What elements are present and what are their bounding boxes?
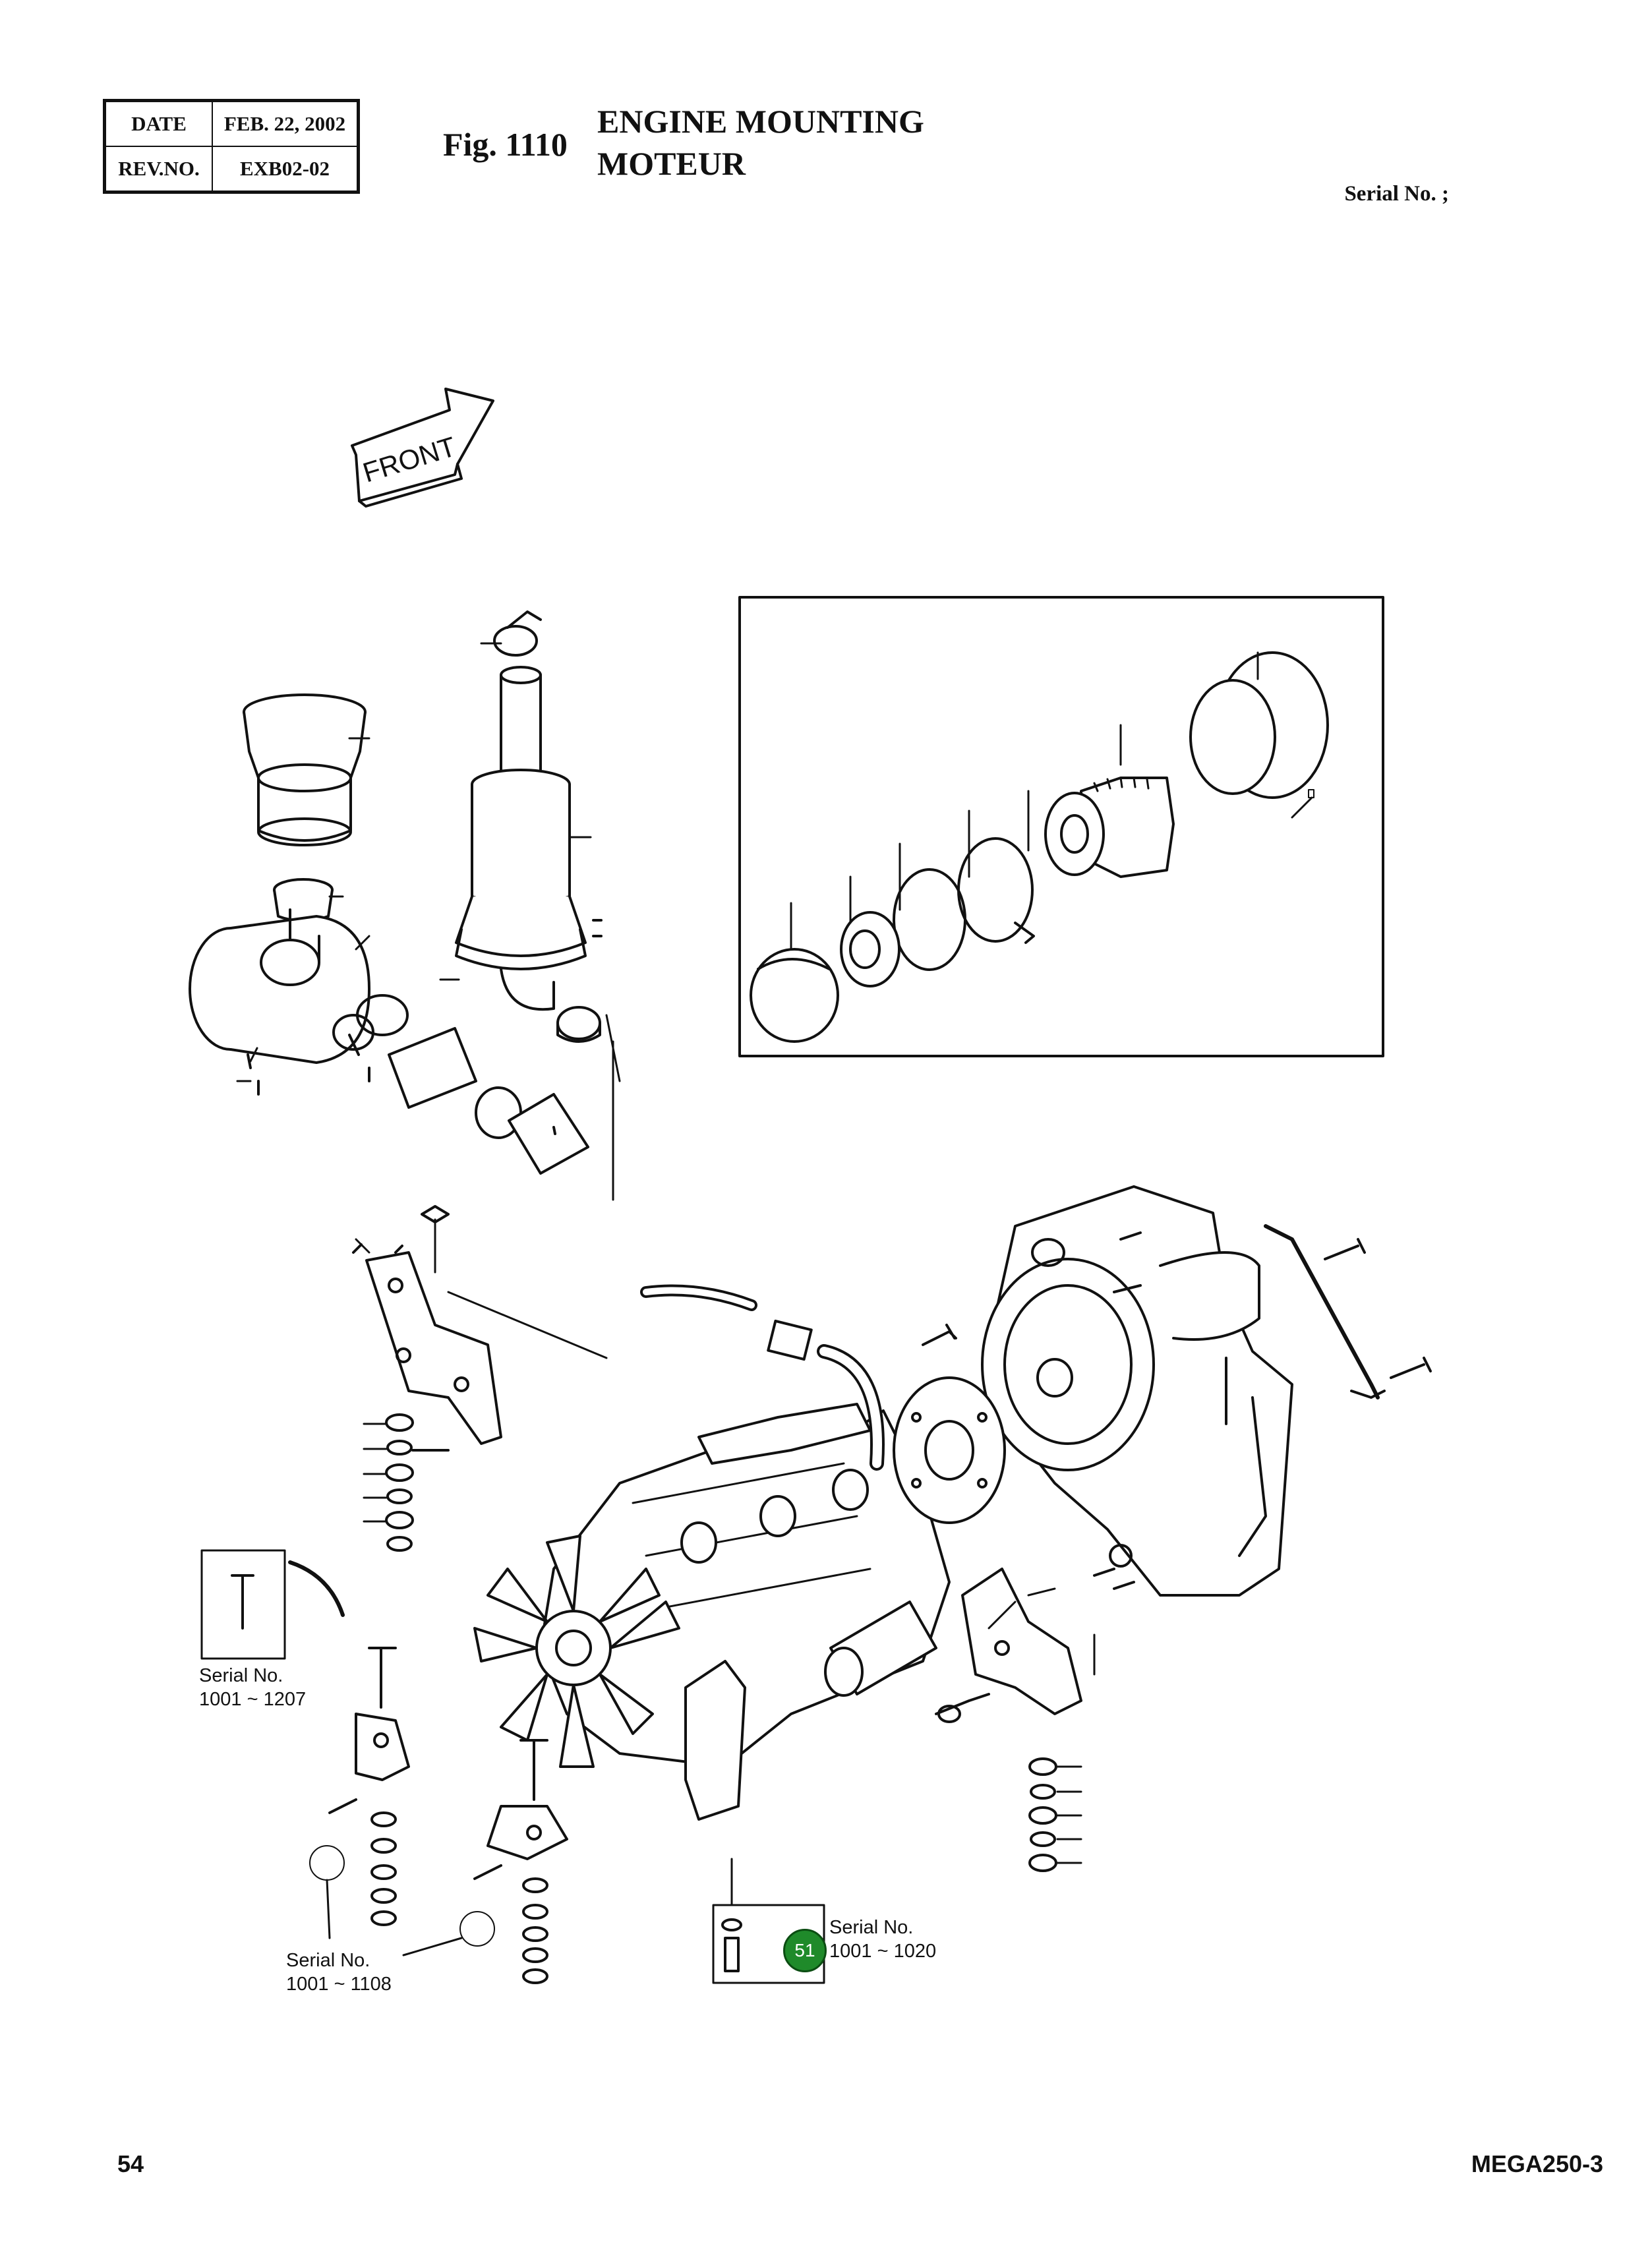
bolts-right (922, 1231, 1432, 1590)
page-number: 54 (117, 2150, 144, 2177)
engine-bracket-right (935, 1568, 1096, 1723)
front-mount-bracket-2 (402, 1739, 568, 1984)
date-value: FEB. 22, 2002 (212, 100, 359, 147)
figure-number: Fig. 1110 (443, 126, 568, 163)
date-label: DATE (103, 100, 213, 147)
cooling-fan (473, 1535, 680, 1768)
serial-note-1-line1: Serial No. (199, 1665, 283, 1686)
serial-note-1: Serial No. 1001 ~ 1207 (199, 1664, 306, 1711)
title-french: MOTEUR (597, 145, 746, 182)
air-filter-inset (738, 596, 1384, 1057)
mount-washers-left (363, 1413, 414, 1552)
serial-note-2-line2: 1001 ~ 1108 (286, 1974, 392, 1995)
serial-note-2-line1: Serial No. (286, 1950, 370, 1971)
revision-table: DATE FEB. 22, 2002 REV.NO. EXB02-02 (103, 99, 360, 194)
serial-note-3: Serial No. 1001 ~ 1020 (829, 1916, 936, 1963)
air-cleaner-housing (189, 693, 374, 1096)
serial-note-3-line2: 1001 ~ 1020 (829, 1941, 937, 1962)
serial-note-3-line1: Serial No. (829, 1917, 914, 1938)
serial-note-2: Serial No. 1001 ~ 1108 (286, 1949, 392, 1996)
mount-washers-right (1028, 1757, 1082, 1872)
front-arrow: FRONT (351, 388, 494, 508)
transmission-housing (981, 1185, 1386, 1597)
flywheel-plate (893, 1376, 1006, 1524)
muffler-stack (439, 610, 603, 1043)
rev-label: REV.NO. (103, 146, 213, 193)
engine-block (539, 1284, 951, 1821)
intake-hoses (348, 994, 621, 1201)
figure-title: ENGINE MOUNTING MOTEUR (597, 100, 924, 185)
callout-badge[interactable]: 51 (783, 1929, 827, 1972)
model-name: MEGA250-3 (1471, 2150, 1603, 2177)
serial-number-header: Serial No. ; (1344, 182, 1449, 206)
serial-inset-box-3 (712, 1858, 825, 1984)
serial-inset-box-1 (200, 1549, 345, 1660)
front-mount-bracket-1 (309, 1647, 410, 1939)
serial-note-1-line2: 1001 ~ 1207 (199, 1689, 307, 1710)
title-english: ENGINE MOUNTING (597, 103, 924, 140)
rev-value: EXB02-02 (212, 146, 359, 193)
engine-bracket-left (352, 1205, 608, 1452)
